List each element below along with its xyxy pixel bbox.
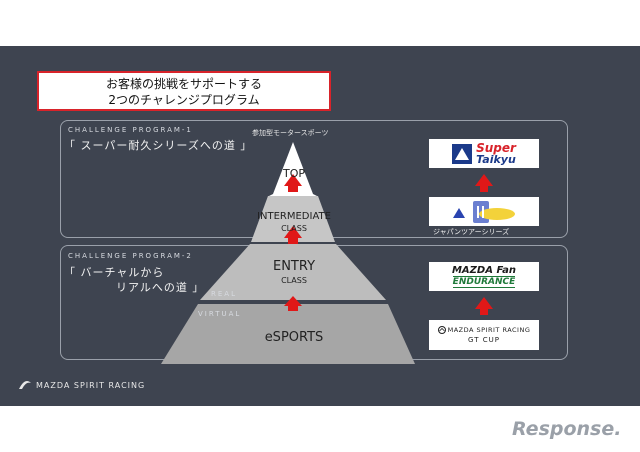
brand-text: MAZDA SPIRIT RACING [36, 380, 146, 390]
arrow-up-icon [284, 226, 302, 238]
fan-endurance-text-1: MAZDA Fan [451, 265, 516, 276]
program-2-heading: CHALLENGE PROGRAM-2 [68, 252, 193, 260]
virtual-label: VIRTUAL [198, 310, 242, 318]
title-line-1: お客様の挑戦をサポートする [105, 77, 262, 91]
program-2-name-line-1: 「 バーチャルから [64, 266, 165, 279]
fan-endurance-logo: MAZDA Fan ENDURANCE [429, 262, 539, 291]
level-intermediate-line-2: CLASS [281, 224, 307, 233]
super-taikyu-text-1: Super [476, 140, 516, 155]
arrow-up-icon [284, 174, 302, 186]
level-intermediate-line-1: INTERMEDIATE [257, 211, 331, 222]
japan-tour-emblem-icon [453, 200, 515, 223]
mazda-emblem-icon [437, 326, 446, 334]
arrow-up-icon-stem [480, 309, 488, 315]
real-label: REAL [211, 290, 237, 298]
pyramid-esports-tier [161, 304, 415, 364]
program-1-heading: CHALLENGE PROGRAM-1 [68, 126, 193, 134]
level-entry-line-2: CLASS [281, 276, 307, 285]
brand-logo: MAZDA SPIRIT RACING [18, 378, 145, 392]
pyramid-top-tier [269, 194, 317, 196]
japan-tour-logo [429, 197, 539, 226]
title-box: お客様の挑戦をサポートする 2つのチャレンジプログラム [37, 71, 331, 111]
program-2-name-line-2: リアルへの道 」 [116, 281, 205, 294]
level-entry-line-1: ENTRY [272, 259, 316, 274]
fan-endurance-text-2: ENDURANCE [452, 276, 516, 288]
mazda-spirit-racing-icon [19, 381, 31, 389]
gt-cup-text-2: GT CUP [468, 336, 500, 344]
japan-tour-caption: ジャパンツアーシリーズ [433, 228, 510, 236]
pyramid-top-apex [273, 142, 313, 194]
pyramid-entry-tier [200, 244, 386, 300]
gt-cup-text-1: MAZDA SPIRIT RACING [447, 326, 531, 334]
program-1-note: 参加型モータースポーツ [252, 129, 329, 137]
arrow-up-icon-stem [480, 186, 488, 192]
level-top: TOP [282, 167, 305, 180]
arrow-up-icon-stem [288, 186, 298, 192]
arrow-up-icon [475, 174, 493, 186]
super-taikyu-logo: Super Taikyu [429, 139, 539, 168]
response-watermark: Response. [512, 418, 622, 440]
arrow-up-icon [475, 297, 493, 309]
arrow-up-icon-stem [288, 238, 298, 244]
title-line-2: 2つのチャレンジプログラム [108, 93, 260, 107]
program-1-name: 「 スーパー耐久シリーズへの道 」 [64, 139, 253, 152]
arrow-up-icon [284, 296, 302, 306]
super-taikyu-text-2: Taikyu [476, 152, 516, 166]
super-taikyu-emblem-icon [452, 143, 473, 164]
arrow-up-icon-stem [288, 306, 298, 311]
level-esports: eSPORTS [264, 330, 324, 345]
gt-cup-logo: MAZDA SPIRIT RACING GT CUP [429, 320, 539, 350]
pyramid-intermediate-tier [251, 196, 335, 242]
pyramid-diagram [161, 142, 415, 364]
